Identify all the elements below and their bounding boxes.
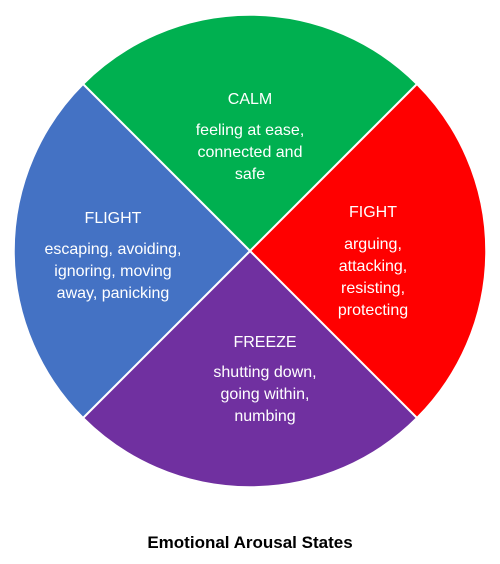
- diagram-caption: Emotional Arousal States: [147, 533, 353, 552]
- calm-segment: [81, 13, 419, 253]
- emotional-arousal-wheel: CALM feeling at ease, connected and safe…: [12, 13, 488, 489]
- flight-segment: [12, 82, 252, 420]
- fight-title: FIGHT: [349, 204, 397, 221]
- freeze-line-2: going within,: [221, 386, 310, 403]
- calm-line-3: safe: [235, 166, 265, 183]
- flight-line-2: ignoring, moving: [54, 263, 171, 280]
- calm-line-1: feeling at ease,: [196, 122, 305, 139]
- fight-line-3: resisting,: [341, 280, 405, 297]
- fight-line-1: arguing,: [344, 236, 402, 253]
- flight-title: FLIGHT: [85, 210, 142, 227]
- freeze-line-3: numbing: [234, 408, 295, 425]
- flight-line-1: escaping, avoiding,: [45, 241, 182, 258]
- freeze-segment: [81, 249, 419, 489]
- calm-line-2: connected and: [198, 144, 303, 161]
- freeze-title: FREEZE: [233, 334, 296, 351]
- fight-line-2: attacking,: [339, 258, 407, 275]
- freeze-line-1: shutting down,: [213, 364, 316, 381]
- fight-segment: [248, 82, 488, 420]
- calm-title: CALM: [228, 91, 272, 108]
- flight-line-3: away, panicking: [57, 285, 170, 302]
- fight-line-4: protecting: [338, 302, 408, 319]
